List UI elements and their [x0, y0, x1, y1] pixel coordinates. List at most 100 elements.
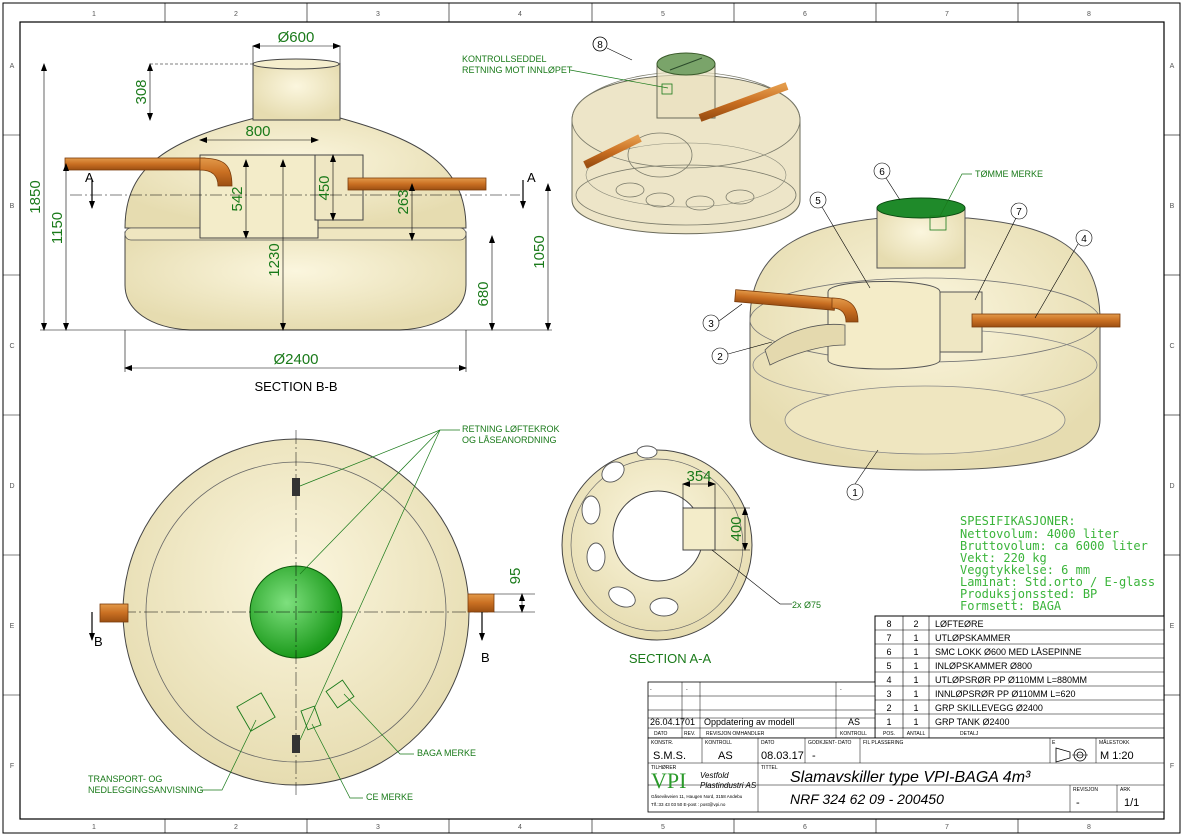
spec-line-6: Produksjonssted: BP: [960, 587, 1097, 601]
bom-qty-8: 2: [913, 619, 918, 629]
rev-header-revisjon: REVISJON OMHANDLER: [706, 731, 765, 737]
inlet-pipe-elbow: [199, 157, 233, 187]
grid-col-4: 4: [518, 11, 522, 18]
bom-pos-5: 5: [886, 661, 891, 671]
tb-header-tittel: TITTEL: [761, 765, 778, 771]
dim-354: 354: [686, 468, 711, 485]
dim-inlet-height: 1150: [49, 212, 66, 244]
dim-680: 680: [475, 281, 492, 306]
note-ce-merke: CE MERKE: [366, 792, 413, 802]
outlet-pipe: [347, 177, 487, 191]
rev-empty-3: -: [840, 687, 842, 693]
grid-row-d-right: D: [1169, 483, 1174, 490]
cut-label-a-left: A: [85, 170, 94, 185]
grid-col-8-bottom: 8: [1087, 824, 1091, 831]
grid-col-6-bottom: 6: [803, 824, 807, 831]
note-transport: TRANSPORT- OG: [88, 774, 162, 784]
bom-qty-6: 1: [913, 647, 918, 657]
projection-icon: [1055, 747, 1088, 763]
grid-row-e-right: E: [1170, 623, 1175, 630]
dim-1230: 1230: [266, 243, 283, 276]
dim-95: 95: [507, 568, 524, 585]
bom-pos-4: 4: [886, 675, 891, 685]
spec-line-4: Veggtykkelse: 6 mm: [960, 563, 1090, 577]
bom-desc-6: SMC LOKK Ø600 MED LÅSEPINNE: [935, 647, 1082, 657]
tb-header-filplass: FIL PLASSERING: [863, 740, 903, 746]
bom-qty-2: 1: [913, 703, 918, 713]
tb-header-tilhorer: TILHØRER: [651, 765, 677, 771]
spec-line-5: Laminat: Std.orto / E-glass: [960, 575, 1155, 589]
note-laseanordning: OG LÅSEANORDNING: [462, 435, 557, 445]
plan-view: B B 95 RETNING LØFTEKROK OG LÅSEANORDNIN…: [88, 424, 560, 802]
grid-col-7: 7: [945, 11, 949, 18]
bom-pos-1: 1: [886, 717, 891, 727]
balloon-5: 5: [815, 196, 821, 207]
note-retning-loftekrok: RETNING LØFTEKROK: [462, 424, 560, 434]
balloon-6: 6: [879, 167, 885, 178]
section-bb-view: A A Ø600 308 800 1850 1150 542: [27, 29, 552, 394]
balloon-3: 3: [708, 319, 714, 330]
bom-qty-5: 1: [913, 661, 918, 671]
grid-col-2-bottom: 2: [234, 824, 238, 831]
rev-header-kontroll: KONTROLL: [840, 731, 867, 737]
grid-row-c-right: C: [1169, 343, 1174, 350]
tank-lower-body: [124, 231, 467, 331]
holes-label: 2x Ø75: [792, 600, 821, 610]
grid-col-7-bottom: 7: [945, 824, 949, 831]
tb-header-dato: DATO: [761, 740, 775, 746]
bom-header-qty: ANTALL: [907, 731, 926, 737]
tb-header-kontroll: KONTROLL: [705, 740, 732, 746]
bom-header-pos: POS.: [883, 731, 895, 737]
bom-pos-3: 3: [886, 689, 891, 699]
grid-col-8: 8: [1087, 11, 1091, 18]
tb-header-konstr: KONSTR.: [651, 740, 673, 746]
grid-col-5-bottom: 5: [661, 824, 665, 831]
tb-dato: 08.03.17: [761, 750, 804, 762]
note-kontrollseddel: KONTROLLSEDDEL: [462, 54, 547, 64]
bom-desc-2: GRP SKILLEVEGG Ø2400: [935, 703, 1043, 713]
dim-chamber-width: 800: [245, 123, 270, 140]
rev-empty-1: -: [650, 687, 652, 693]
tb-godkjent: -: [812, 750, 816, 762]
drawing-title: Slamavskiller type VPI-BAGA 4m³: [790, 769, 1031, 786]
spec-line-7: Formsett: BAGA: [960, 599, 1062, 613]
tb-revisjon: -: [1076, 797, 1080, 809]
balloon-4: 4: [1081, 234, 1087, 245]
bom-qty-3: 1: [913, 689, 918, 699]
grid-row-d: D: [9, 483, 14, 490]
grid-col-2: 2: [234, 11, 238, 18]
tb-header-ark: ARK: [1120, 787, 1131, 793]
tb-scale: M 1:20: [1100, 750, 1134, 762]
dim-263: 263: [395, 189, 412, 214]
grid-col-3: 3: [376, 11, 380, 18]
grid-labels: 1 2 3 4 5 6 7 8 1 2 3 4 5 6 7 8 A B C D …: [3, 3, 1180, 833]
tb-kontroll: AS: [718, 750, 733, 762]
grid-col-6: 6: [803, 11, 807, 18]
bom-desc-8: LØFTEØRE: [935, 619, 984, 629]
bom-table: 8 2 LØFTEØRE 7 1 UTLØPSKAMMER 6 1 SMC LO…: [874, 615, 1165, 739]
section-aa-title: SECTION A-A: [629, 651, 712, 666]
grid-column-ticks: [3, 3, 1180, 833]
spec-title: SPESIFIKASJONER:: [960, 514, 1076, 528]
tank-neck: [252, 63, 341, 121]
title-block: - - - 26.04.17 01 Oppdatering av modell …: [647, 681, 1165, 813]
specifications-block: SPESIFIKASJONER: Nettovolum: 4000 liter …: [960, 514, 1155, 613]
grid-row-f: F: [10, 763, 14, 770]
iso-transparent-view: 8 KONTROLLSEDDEL RETNING MOT INNLØPET: [462, 36, 801, 235]
balloon-1: 1: [852, 488, 858, 499]
balloon-7: 7: [1016, 207, 1022, 218]
note-nedleggingsanvisning: NEDLEGGINGSANVISNING: [88, 785, 204, 795]
bom-pos-2: 2: [886, 703, 891, 713]
spec-line-1: Nettovolum: 4000 liter: [960, 527, 1119, 541]
spec-line-2: Bruttovolum: ca 6000 liter: [960, 539, 1148, 553]
grid-col-1: 1: [92, 11, 96, 18]
balloon-8: 8: [597, 40, 603, 51]
rev-empty-2: -: [686, 687, 688, 693]
section-aa-view: 354 400 2x Ø75 SECTION A-A: [561, 445, 821, 666]
company-logo: VPI: [651, 768, 686, 793]
inlet-pipe: [64, 157, 206, 171]
dim-neck-diameter: Ø600: [278, 29, 315, 46]
section-bb-title: SECTION B-B: [254, 379, 337, 394]
grid-col-1-bottom: 1: [92, 824, 96, 831]
